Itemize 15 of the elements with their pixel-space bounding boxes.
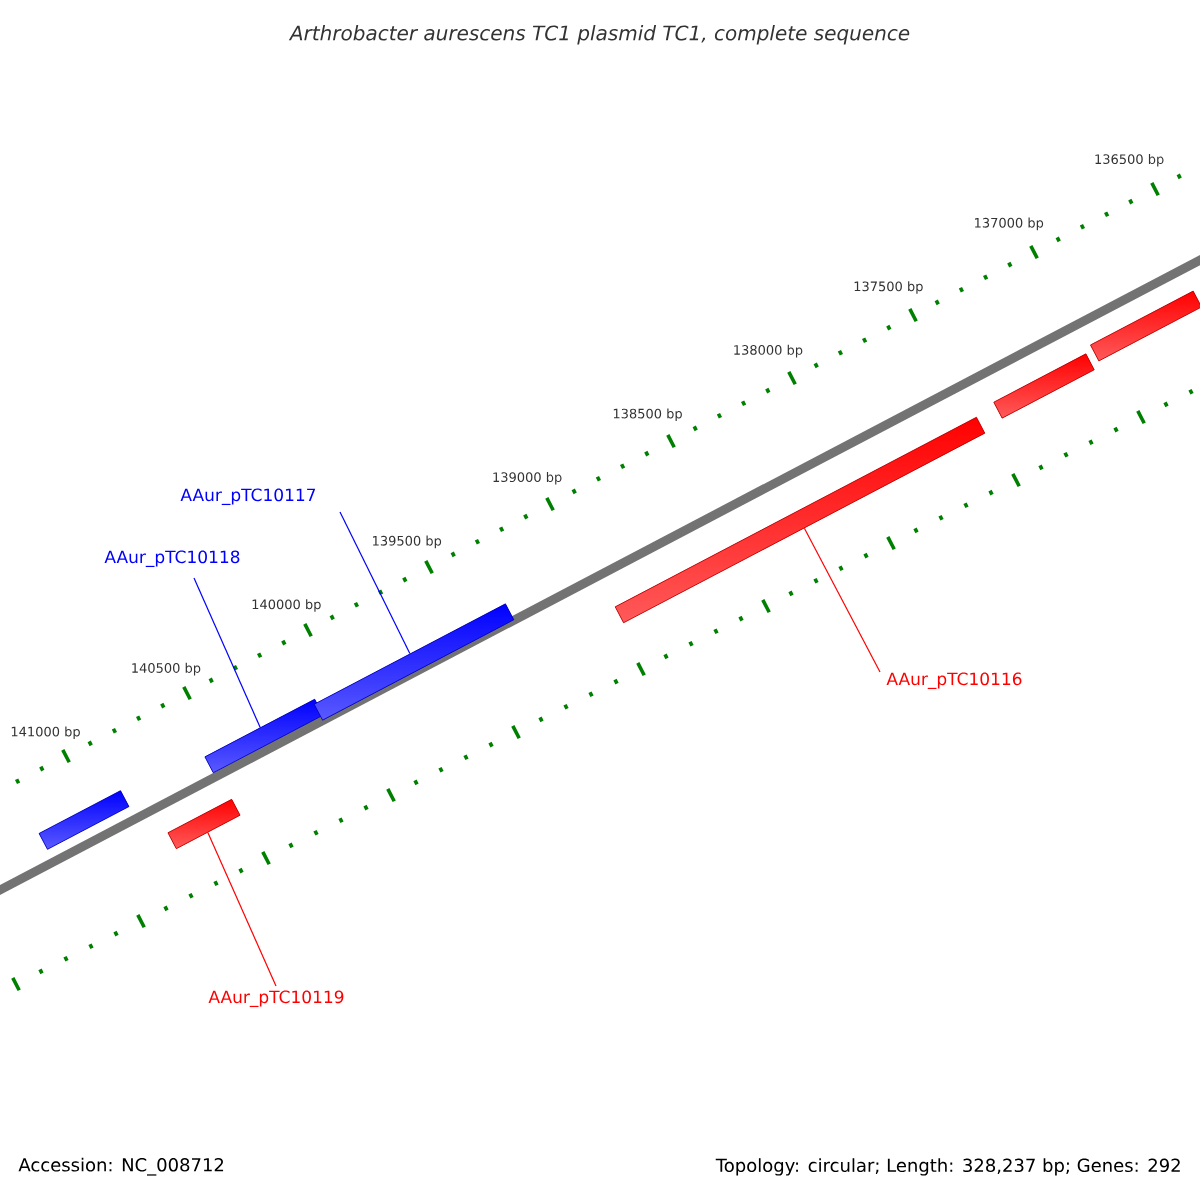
leader-line bbox=[803, 527, 881, 673]
title: Arthrobacter aurescens TC1 plasmid TC1, complete sequence bbox=[288, 25, 910, 45]
leader-line bbox=[339, 511, 411, 655]
gene-label: AAur_pTC10117 bbox=[180, 488, 316, 506]
gene-bar bbox=[38, 790, 130, 850]
gene-bar bbox=[993, 353, 1095, 419]
gene-label: AAur_pTC10118 bbox=[104, 550, 240, 568]
gene-label: AAur_pTC10119 bbox=[208, 990, 344, 1008]
gene-label: AAur_pTC10116 bbox=[886, 672, 1022, 690]
leader-line bbox=[207, 832, 277, 987]
gene-bar bbox=[167, 798, 241, 850]
summary-text: Topology: circular; Length: 328,237 bp; Genes: 292 bbox=[715, 1158, 1180, 1176]
accession-text: Accession: NC_008712 bbox=[18, 1157, 224, 1176]
gene-bar bbox=[1090, 290, 1200, 362]
leader-line bbox=[193, 577, 261, 728]
